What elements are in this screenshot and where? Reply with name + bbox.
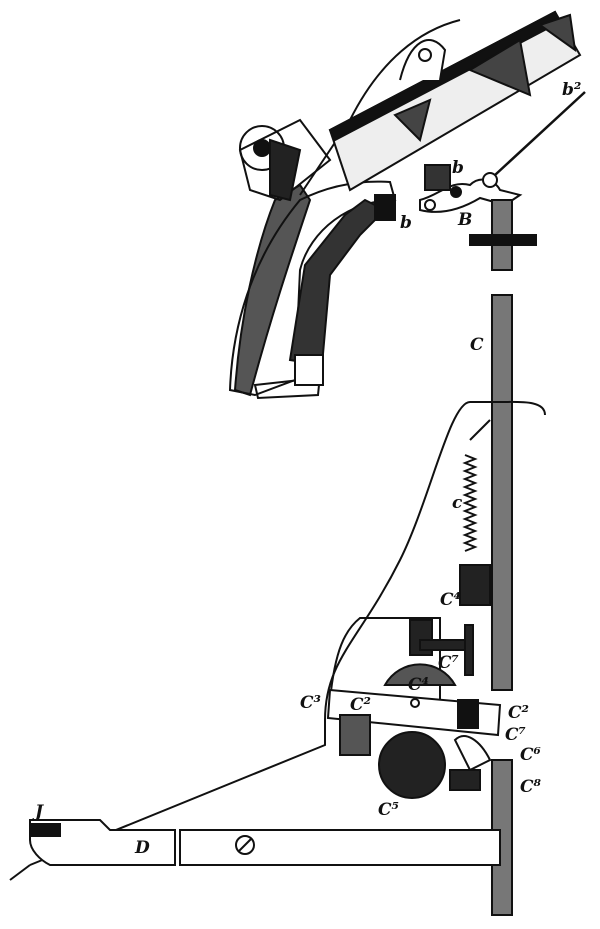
label-J: J — [32, 802, 44, 822]
label-C4-upper: C⁴ — [440, 590, 461, 610]
label-b2: b² — [562, 80, 581, 100]
upper-rod — [469, 199, 537, 271]
label-C: C — [470, 335, 484, 355]
label-C5: C⁵ — [378, 800, 399, 820]
label-c: c — [452, 493, 463, 513]
label-D: D — [134, 838, 150, 858]
key-D — [9, 819, 501, 881]
type-carrier — [328, 10, 582, 192]
label-C4-disc: C⁴ — [408, 675, 429, 695]
label-C2-left: C² — [350, 695, 371, 715]
label-C7-lower: C⁷ — [505, 725, 526, 745]
label-b-lower: b — [400, 213, 412, 233]
lever-B — [374, 91, 586, 221]
rod-C — [491, 294, 513, 691]
label-C3: C³ — [300, 693, 321, 713]
label-b-upper: b — [452, 158, 464, 178]
label-C7-upper: C⁷ — [438, 653, 459, 673]
key-lever — [233, 118, 332, 397]
type-bar — [288, 198, 387, 386]
label-C6: C⁶ — [520, 745, 541, 765]
lower-frame — [29, 400, 546, 866]
label-C8: C⁸ — [520, 777, 542, 797]
label-B: B — [457, 210, 472, 230]
reference-labels: b² b b B C c C⁴ C⁷ C³ C² C⁴ C² C⁷ C⁶ C⁸ … — [32, 80, 581, 858]
escapement — [326, 619, 502, 799]
spring-c — [459, 419, 491, 606]
label-C2-right: C² — [508, 703, 529, 723]
